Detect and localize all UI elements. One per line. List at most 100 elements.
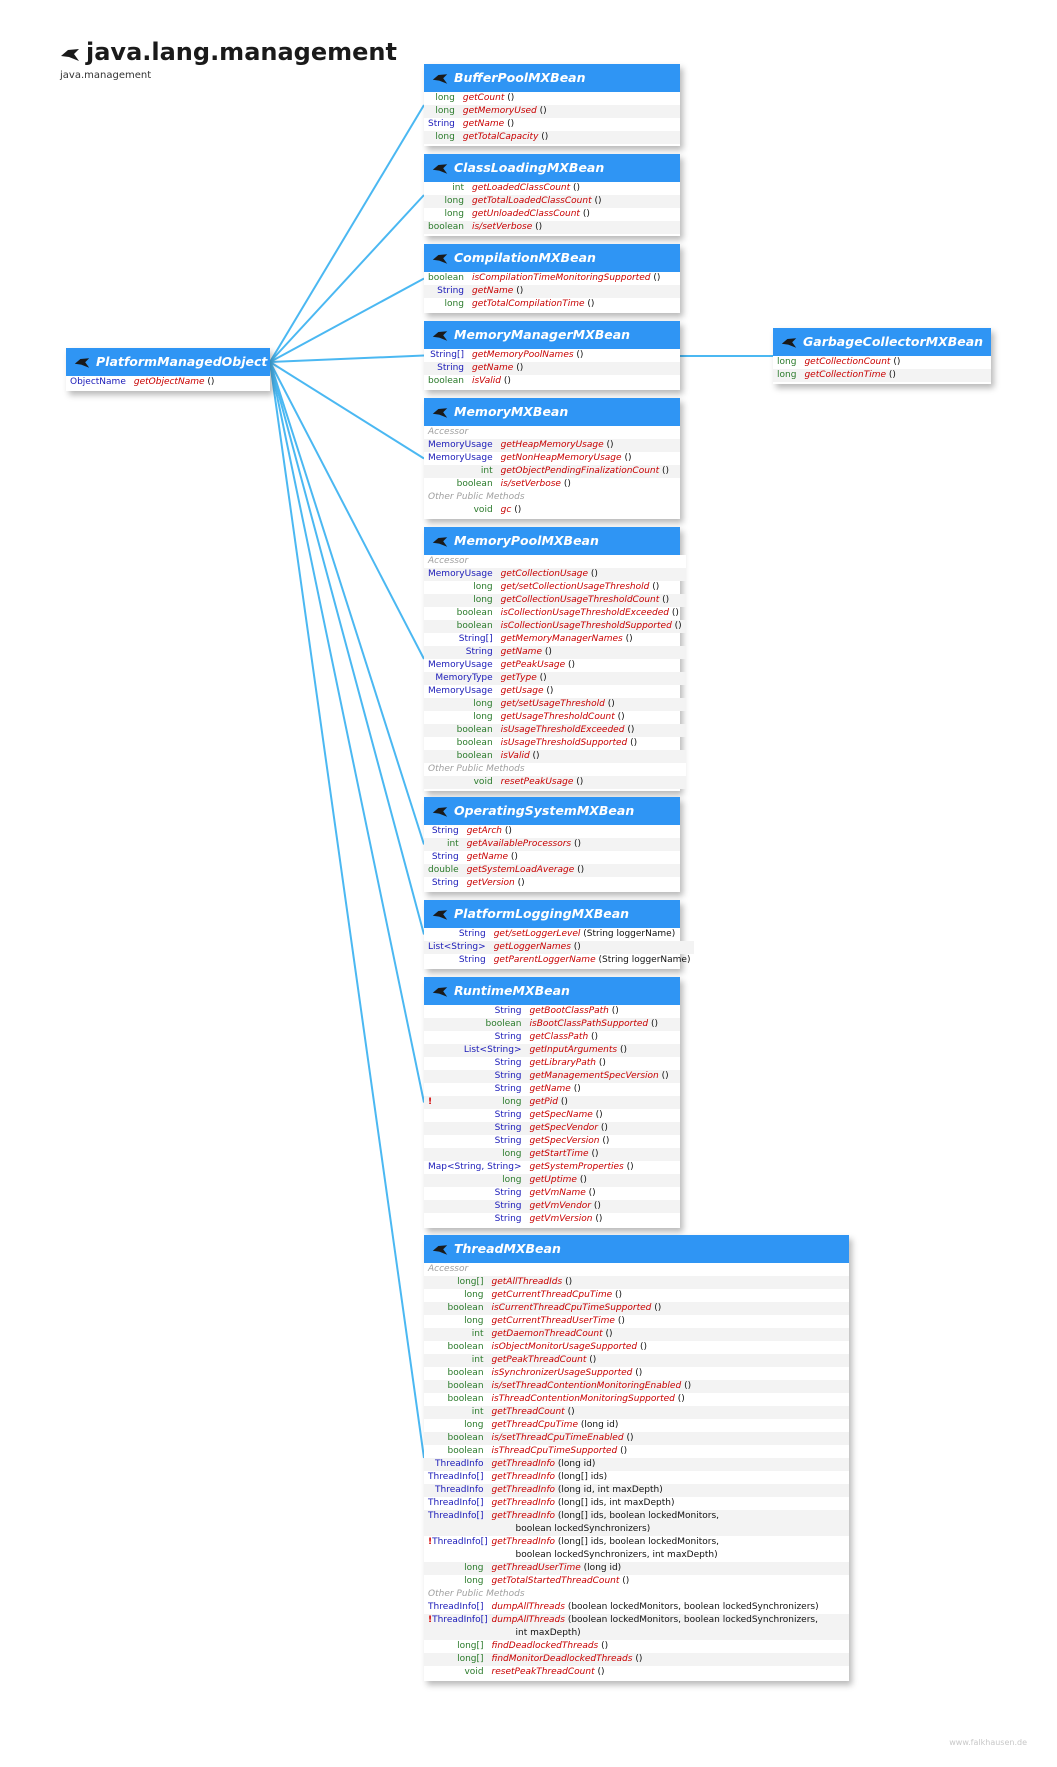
method-name[interactable]: is/setVerbose — [471, 222, 533, 232]
method-name[interactable]: getPeakThreadCount — [491, 1355, 587, 1365]
method-name[interactable]: getNonHeapMemoryUsage — [500, 453, 622, 463]
method-name[interactable]: getThreadInfo — [491, 1472, 556, 1482]
method-name[interactable]: getTotalCompilationTime — [471, 299, 585, 309]
method-name[interactable]: isUsageThresholdExceeded — [500, 725, 625, 735]
method-name[interactable]: getSpecName — [529, 1110, 593, 1120]
method-name[interactable]: getTotalStartedThreadCount — [491, 1576, 620, 1586]
class-header[interactable]: MemoryMXBean — [424, 398, 680, 426]
method-name[interactable]: getMemoryManagerNames — [500, 634, 623, 644]
method-name[interactable]: isThreadContentionMonitoringSupported — [491, 1394, 675, 1404]
method-name[interactable]: get/setCollectionUsageThreshold — [500, 582, 650, 592]
method-name[interactable]: isValid — [471, 376, 501, 386]
method-name[interactable]: getTotalLoadedClassCount — [471, 196, 592, 206]
method-name[interactable]: getParentLoggerName — [493, 955, 596, 965]
method-name[interactable]: dumpAllThreads — [491, 1602, 565, 1612]
method-name[interactable]: getVmVendor — [529, 1201, 592, 1211]
method-name[interactable]: getCollectionUsageThresholdCount — [500, 595, 660, 605]
method-name[interactable]: isSynchronizerUsageSupported — [491, 1368, 633, 1378]
member-row[interactable]: long[]findMonitorDeadlockedThreads () — [424, 1653, 849, 1666]
class-header[interactable]: GarbageCollectorMXBean — [773, 328, 991, 356]
member-row[interactable]: ThreadInfo[]getThreadInfo (long[] ids) — [424, 1471, 849, 1484]
member-row[interactable]: List<String>getInputArguments () — [424, 1044, 680, 1057]
method-name[interactable]: getThreadCpuTime — [491, 1420, 578, 1430]
method-name[interactable]: getCollectionUsage — [500, 569, 588, 579]
method-name[interactable]: getThreadInfo — [491, 1485, 556, 1495]
method-name[interactable]: getSpecVersion — [529, 1136, 600, 1146]
method-name[interactable]: isUsageThresholdSupported — [500, 738, 628, 748]
member-row[interactable]: List<String>getLoggerNames () — [424, 941, 695, 954]
method-name[interactable]: getAvailableProcessors — [466, 839, 572, 849]
method-name[interactable]: isValid — [500, 751, 530, 761]
method-name[interactable]: isCollectionUsageThresholdExceeded — [500, 608, 669, 618]
method-name[interactable]: getUsageThresholdCount — [500, 712, 615, 722]
method-name[interactable]: getArch — [466, 826, 502, 836]
method-name[interactable]: getManagementSpecVersion — [529, 1071, 659, 1081]
method-name[interactable]: getTotalCapacity — [462, 132, 539, 142]
method-name[interactable]: getUnloadedClassCount — [471, 209, 580, 219]
method-name[interactable]: dumpAllThreads — [491, 1615, 565, 1625]
method-name[interactable]: findDeadlockedThreads — [491, 1641, 599, 1651]
method-name[interactable]: getCurrentThreadUserTime — [491, 1316, 615, 1326]
class-header[interactable]: OperatingSystemMXBean — [424, 797, 680, 825]
method-name[interactable]: getLibraryPath — [529, 1058, 596, 1068]
method-name[interactable]: getSystemProperties — [529, 1162, 624, 1172]
method-name[interactable]: getVmName — [529, 1188, 586, 1198]
method-name[interactable]: getClassPath — [529, 1032, 589, 1042]
method-name[interactable]: isBootClassPathSupported — [529, 1019, 649, 1029]
method-name[interactable]: getName — [471, 363, 514, 373]
class-header[interactable]: MemoryPoolMXBean — [424, 527, 680, 555]
member-row[interactable]: String[]getMemoryPoolNames () — [424, 349, 680, 362]
method-name[interactable]: getUsage — [500, 686, 544, 696]
class-header[interactable]: BufferPoolMXBean — [424, 64, 680, 92]
method-name[interactable]: getDaemonThreadCount — [491, 1329, 603, 1339]
method-name[interactable]: getThreadInfo — [491, 1498, 556, 1508]
class-header[interactable]: ThreadMXBean — [424, 1235, 849, 1263]
method-name[interactable]: isCompilationTimeMonitoringSupported — [471, 273, 651, 283]
method-name[interactable]: getInputArguments — [529, 1045, 618, 1055]
method-name[interactable]: is/setVerbose — [500, 479, 561, 489]
method-name[interactable]: isCollectionUsageThresholdSupported — [500, 621, 672, 631]
member-row[interactable]: ThreadInfo[]dumpAllThreads (boolean lock… — [424, 1601, 849, 1614]
member-row[interactable]: !ThreadInfo[]dumpAllThreads (boolean loc… — [424, 1614, 849, 1640]
method-name[interactable]: getName — [529, 1084, 571, 1094]
method-name[interactable]: getUptime — [529, 1175, 577, 1185]
method-name[interactable]: isObjectMonitorUsageSupported — [491, 1342, 638, 1352]
method-name[interactable]: getThreadInfo — [491, 1459, 556, 1469]
